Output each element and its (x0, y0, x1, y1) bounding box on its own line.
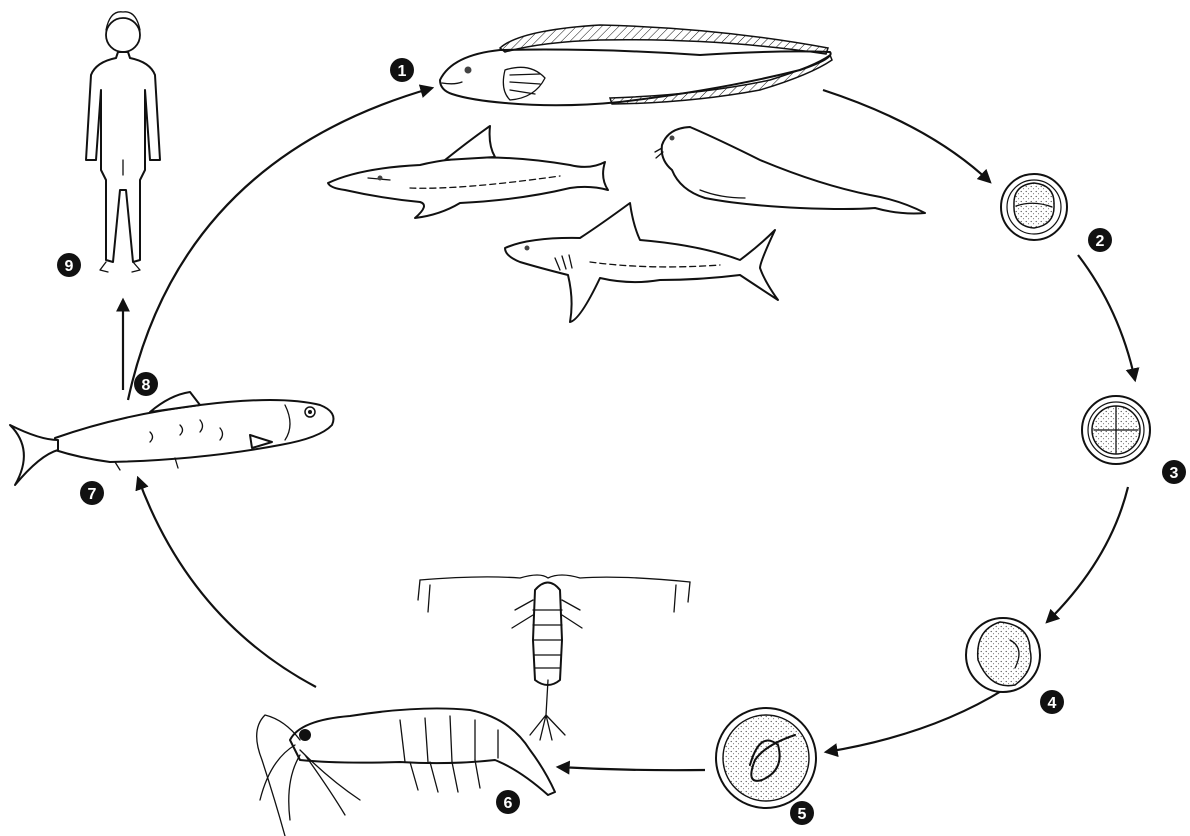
stage-badge-8: 8 (134, 372, 158, 396)
shark-host-illustration (505, 203, 778, 322)
arrow-8-to-1 (128, 88, 432, 400)
stage-number-3: 3 (1170, 465, 1179, 482)
arrow-1-to-2 (823, 90, 990, 182)
stage-badge-7: 7 (80, 481, 104, 505)
stage-number-2: 2 (1096, 233, 1105, 250)
stage-badge-3: 3 (1162, 460, 1186, 484)
adult-worm-illustration (440, 25, 832, 105)
stage-number-1: 1 (398, 63, 407, 80)
arrow-5-to-6 (558, 767, 705, 770)
arrow-4-to-5 (826, 690, 1003, 752)
arrow-2-to-3 (1078, 255, 1135, 380)
arrow-3-to-4 (1047, 487, 1128, 622)
stage-number-4: 4 (1048, 695, 1057, 712)
stage-badge-1: 1 (390, 58, 414, 82)
shrimp-host-illustration (257, 708, 555, 836)
stage-badge-4: 4 (1040, 690, 1064, 714)
egg-larva-illustration (716, 708, 816, 808)
egg-four-cell-illustration (1082, 396, 1150, 464)
human-host-illustration (86, 12, 160, 272)
stage-badge-9: 9 (57, 253, 81, 277)
seal-host-illustration (655, 127, 925, 213)
stage-number-9: 9 (65, 258, 74, 275)
egg-two-cell-illustration (1001, 174, 1067, 240)
stage-number-5: 5 (798, 806, 807, 823)
stage-number-6: 6 (504, 795, 513, 812)
stage-number-7: 7 (88, 486, 97, 503)
stage-badge-5: 5 (790, 801, 814, 825)
stage-number-8: 8 (142, 377, 151, 394)
arrow-6-to-7 (138, 478, 316, 687)
dolphin-host-illustration (328, 126, 608, 218)
egg-developing-illustration (966, 618, 1040, 692)
stage-badge-2: 2 (1088, 228, 1112, 252)
stage-badge-6: 6 (496, 790, 520, 814)
fish-host-illustration (10, 392, 334, 485)
